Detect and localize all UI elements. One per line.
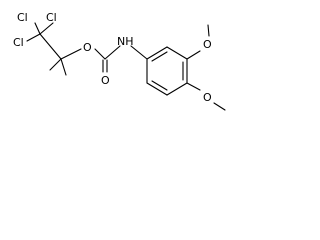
bond-c-cl-top-left xyxy=(34,22,41,35)
bond-ccl3-cq xyxy=(39,33,62,60)
bond-ring-o-upper xyxy=(186,50,201,60)
bond-o-methyl-lower xyxy=(213,102,226,111)
bond-lines xyxy=(26,22,226,111)
chemical-structure-diagram: Cl Cl Cl O O NH O O xyxy=(13,11,226,111)
atom-label-amine: NH xyxy=(117,35,134,48)
atom-label-ester-oxygen: O xyxy=(83,41,92,54)
atom-labels: Cl Cl Cl O O NH O O xyxy=(13,11,212,104)
ring-bond-4 xyxy=(166,82,188,96)
bond-ring-o-lower xyxy=(186,82,201,91)
ring-bond-2 xyxy=(166,46,188,60)
ring-bond-1 xyxy=(146,46,168,60)
bond-c-cl-left xyxy=(26,33,41,42)
ring-double-inner-3 xyxy=(151,80,168,91)
atom-label-cl-top-right: Cl xyxy=(46,11,57,24)
bond-o-cc xyxy=(94,48,106,60)
atom-label-cl-top-left: Cl xyxy=(17,11,28,24)
bond-cq-o xyxy=(60,48,82,60)
bond-cq-methyl-left xyxy=(49,58,62,71)
bond-o-methyl-upper xyxy=(207,24,210,37)
bond-c-cl-top-right xyxy=(39,22,54,35)
ring-double-inner-1 xyxy=(151,51,168,62)
atom-label-carbonyl-oxygen: O xyxy=(101,74,110,87)
bond-cc-n xyxy=(104,45,121,60)
atom-label-cl-left: Cl xyxy=(13,36,24,49)
bond-cq-methyl-down xyxy=(60,58,67,76)
atom-label-methoxy-oxygen-lower: O xyxy=(203,91,212,104)
atom-label-methoxy-oxygen-upper: O xyxy=(203,38,212,51)
ring-bond-5 xyxy=(146,82,168,96)
bond-n-ring xyxy=(130,45,148,60)
